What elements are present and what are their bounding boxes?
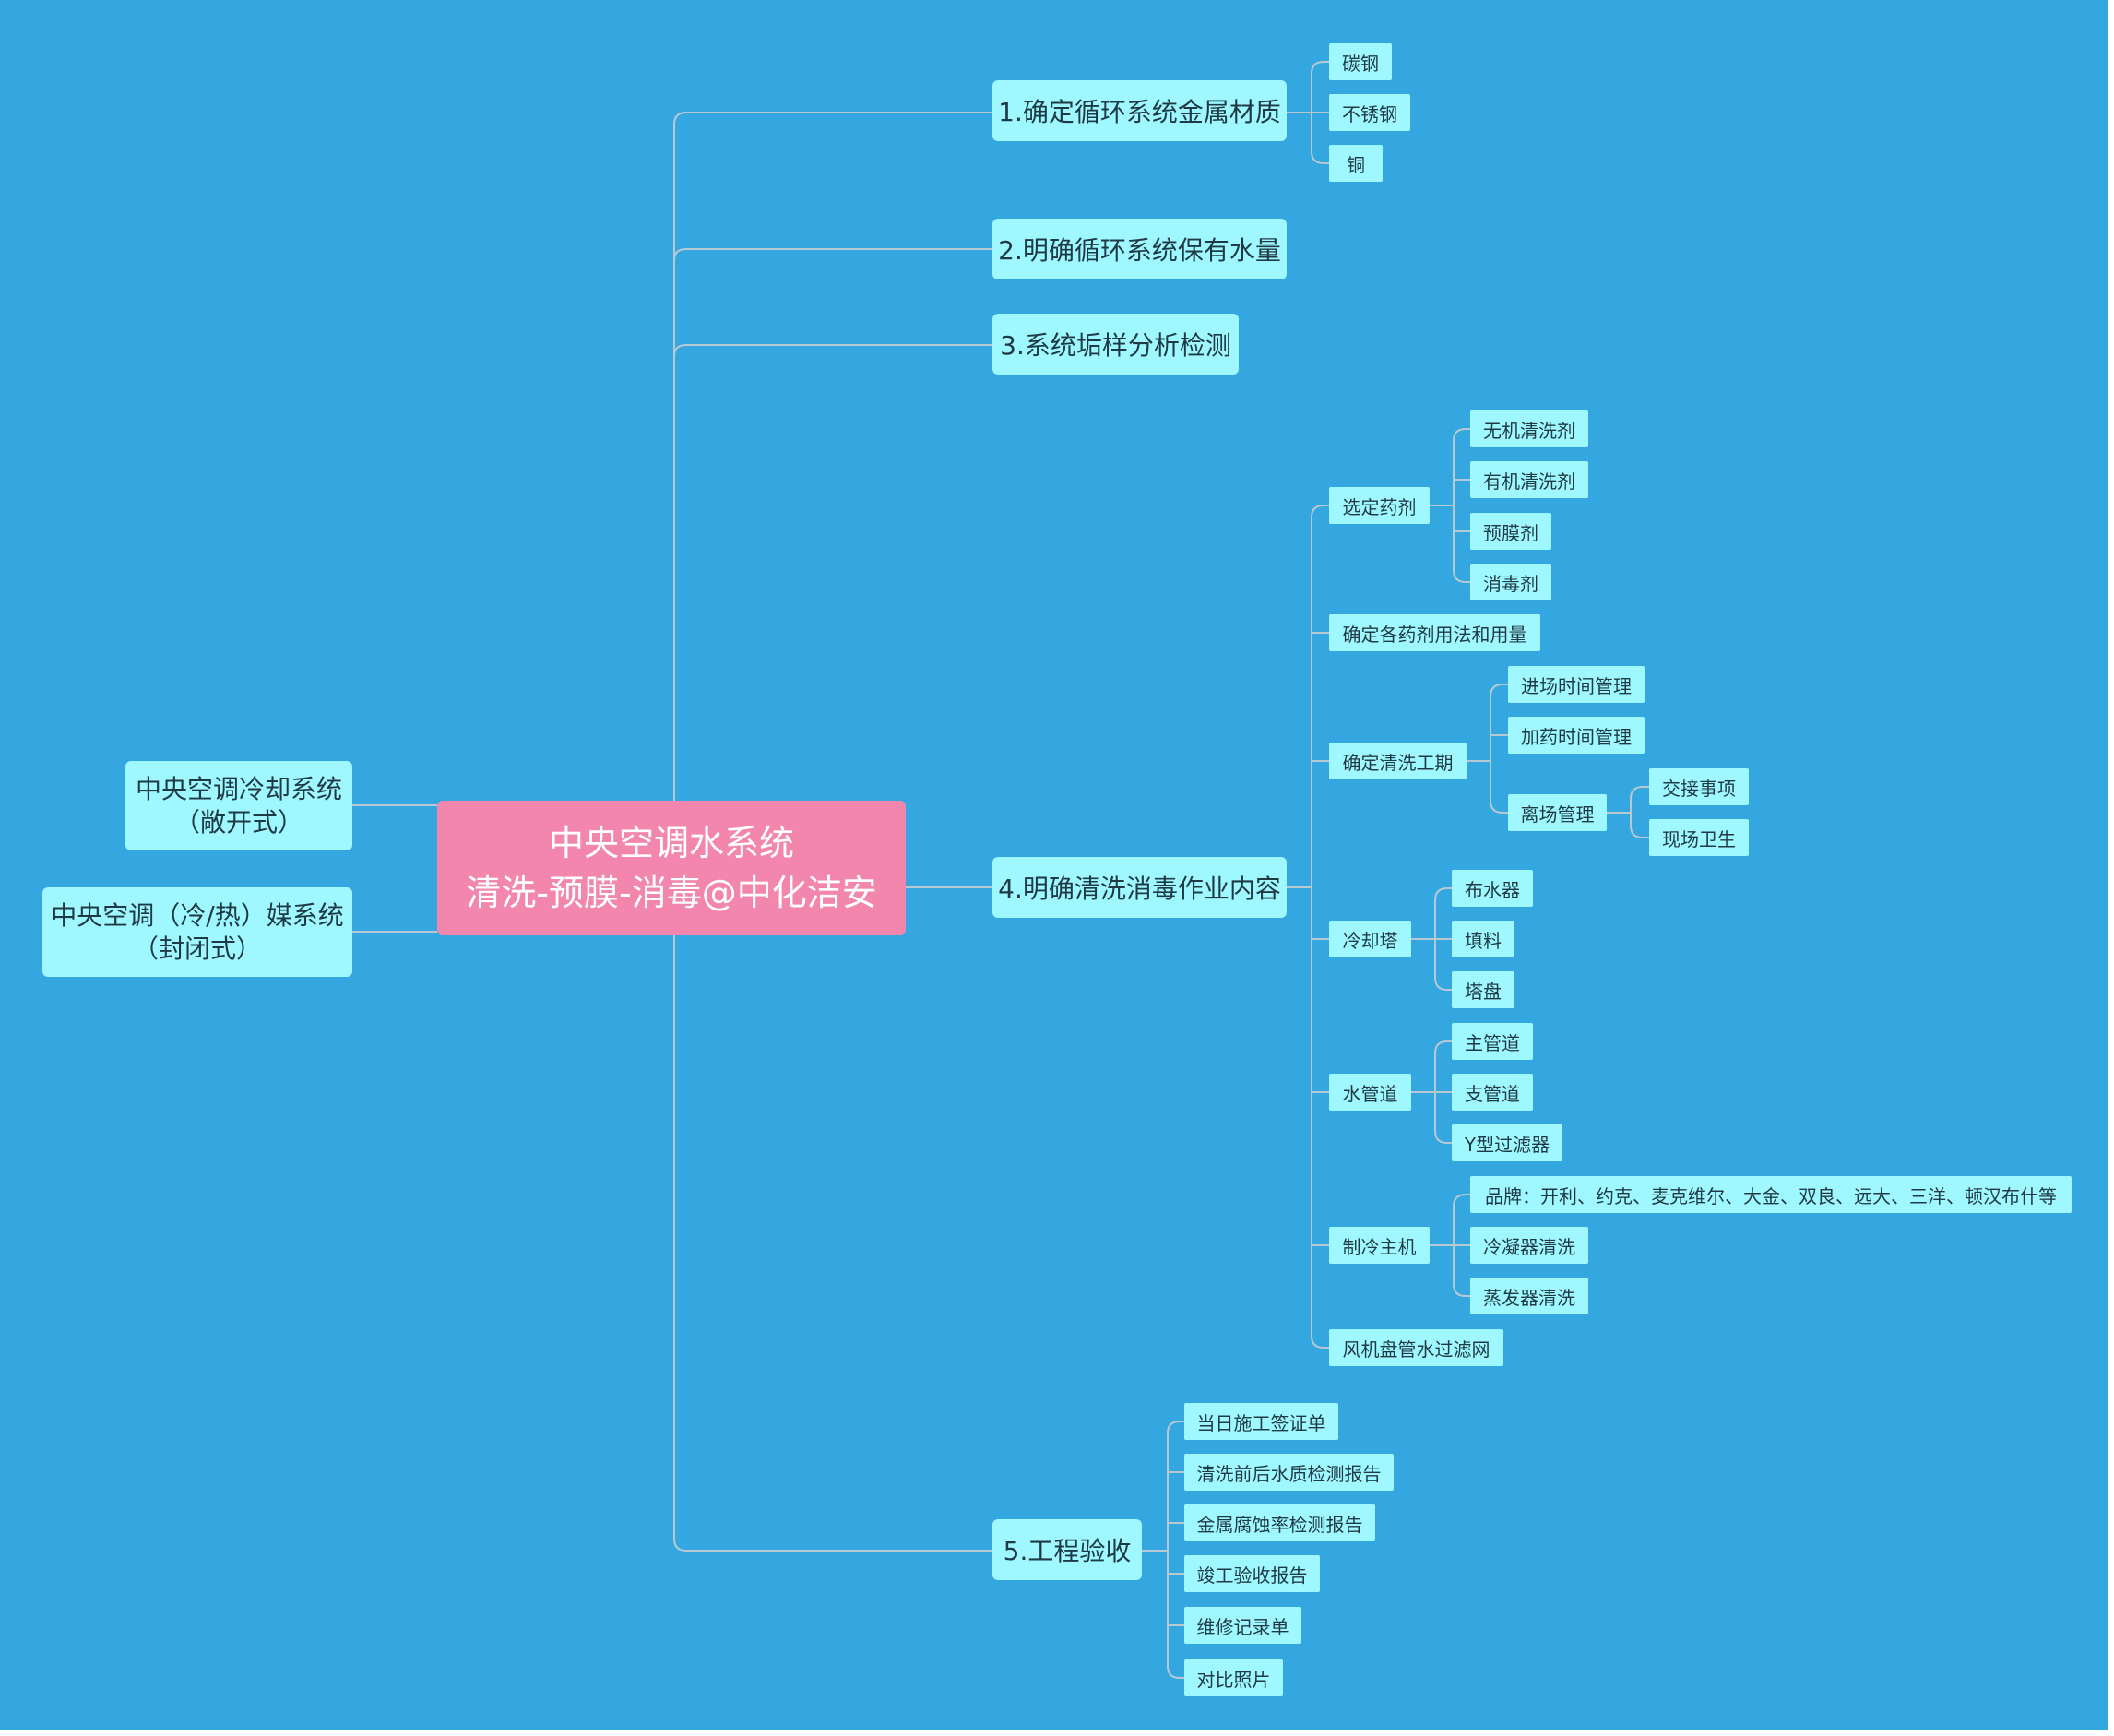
right-edge-border: [2108, 0, 2114, 1736]
left-topic-cooling-line1: 中央空调冷却系统: [135, 773, 342, 804]
y-strainer-label: Y型过滤器: [1464, 1133, 1550, 1156]
maintenance-record-label: 维修记录单: [1196, 1615, 1289, 1638]
metal-stainless-steel[interactable]: 不锈钢: [1329, 94, 1410, 131]
dosage-usage[interactable]: 确定各药剂用法和用量: [1329, 614, 1540, 651]
corrosion-rate-report-label: 金属腐蚀率检测报告: [1196, 1513, 1363, 1536]
branch-3-scale-analysis[interactable]: 3.系统垢样分析检测: [992, 314, 1239, 375]
fill-media[interactable]: 填料: [1452, 921, 1514, 957]
tower-basin-label: 塔盘: [1465, 980, 1502, 1003]
chiller-unit-label: 制冷主机: [1342, 1235, 1417, 1258]
completion-report-label: 竣工验收报告: [1196, 1564, 1308, 1587]
chiller-brands[interactable]: 品牌：开利、约克、麦克维尔、大金、双良、远大、三洋、顿汉布什等: [1470, 1176, 2072, 1213]
tower-basin[interactable]: 塔盘: [1452, 971, 1514, 1008]
main-pipe[interactable]: 主管道: [1452, 1023, 1533, 1060]
site-hygiene[interactable]: 现场卫生: [1649, 819, 1749, 856]
dosing-time-management[interactable]: 加药时间管理: [1508, 717, 1645, 754]
disinfectant-label: 消毒剂: [1483, 572, 1538, 595]
cleaning-schedule[interactable]: 确定清洗工期: [1329, 743, 1467, 779]
water-pipe[interactable]: 水管道: [1329, 1074, 1411, 1111]
left-topic-medium-system[interactable]: 中央空调（冷/热）媒系统 （封闭式）: [42, 887, 352, 977]
metal-stainless-steel-label: 不锈钢: [1342, 102, 1397, 125]
condenser-cleaning[interactable]: 冷凝器清洗: [1470, 1227, 1588, 1264]
water-quality-report[interactable]: 清洗前后水质检测报告: [1184, 1454, 1394, 1491]
condenser-cleaning-label: 冷凝器清洗: [1483, 1235, 1575, 1258]
select-chemicals-label: 选定药剂: [1342, 495, 1417, 518]
branch-1-label: 1.确定循环系统金属材质: [998, 97, 1281, 127]
water-pipe-label: 水管道: [1342, 1082, 1398, 1105]
root-title-line1: 中央空调水系统: [548, 823, 794, 863]
dosing-time-management-label: 加药时间管理: [1521, 725, 1632, 748]
corrosion-rate-report[interactable]: 金属腐蚀率检测报告: [1184, 1504, 1375, 1541]
leave-management-label: 离场管理: [1520, 803, 1595, 826]
organic-cleaner-label: 有机清洗剂: [1483, 470, 1575, 493]
metal-copper[interactable]: 铜: [1329, 145, 1383, 182]
metal-copper-label: 铜: [1347, 153, 1365, 176]
chiller-unit[interactable]: 制冷主机: [1329, 1227, 1430, 1264]
cooling-tower[interactable]: 冷却塔: [1329, 921, 1411, 957]
maintenance-record[interactable]: 维修记录单: [1184, 1607, 1301, 1644]
left-topic-cooling-system[interactable]: 中央空调冷却系统 （敞开式）: [125, 761, 352, 850]
branch-3-label: 3.系统垢样分析检测: [1000, 330, 1231, 361]
daily-work-visa[interactable]: 当日施工签证单: [1184, 1403, 1338, 1440]
cooling-tower-label: 冷却塔: [1342, 929, 1398, 952]
branch-4-label: 4.明确清洗消毒作业内容: [998, 874, 1281, 904]
bottom-edge-border: [0, 1730, 2114, 1736]
handover-items-label: 交接事项: [1662, 777, 1736, 800]
prefilm-agent[interactable]: 预膜剂: [1470, 513, 1551, 550]
branch-1-metal-material[interactable]: 1.确定循环系统金属材质: [992, 80, 1287, 141]
prefilm-agent-label: 预膜剂: [1483, 521, 1538, 544]
branch-4-cleaning-content[interactable]: 4.明确清洗消毒作业内容: [992, 857, 1287, 918]
entry-time-management[interactable]: 进场时间管理: [1508, 666, 1645, 703]
fan-coil-filter-label: 风机盘管水过滤网: [1342, 1338, 1490, 1361]
y-strainer[interactable]: Y型过滤器: [1452, 1124, 1562, 1161]
metal-carbon-steel[interactable]: 碳钢: [1329, 43, 1392, 80]
select-chemicals[interactable]: 选定药剂: [1329, 487, 1430, 524]
entry-time-management-label: 进场时间管理: [1521, 674, 1632, 697]
organic-cleaner[interactable]: 有机清洗剂: [1470, 461, 1588, 498]
disinfectant[interactable]: 消毒剂: [1470, 564, 1551, 600]
evaporator-cleaning[interactable]: 蒸发器清洗: [1470, 1278, 1588, 1314]
branch-2-water-volume[interactable]: 2.明确循环系统保有水量: [992, 219, 1287, 279]
left-topic-cooling-line2: （敞开式）: [173, 806, 303, 838]
leave-management[interactable]: 离场管理: [1508, 794, 1607, 831]
site-hygiene-label: 现场卫生: [1662, 827, 1736, 850]
water-quality-report-label: 清洗前后水质检测报告: [1196, 1462, 1382, 1485]
completion-report[interactable]: 竣工验收报告: [1184, 1555, 1320, 1592]
inorganic-cleaner-label: 无机清洗剂: [1483, 419, 1575, 442]
cleaning-schedule-label: 确定清洗工期: [1342, 751, 1454, 774]
branch-2-label: 2.明确循环系统保有水量: [998, 235, 1281, 266]
branch-5-label: 5.工程验收: [1003, 1536, 1132, 1566]
dosage-usage-label: 确定各药剂用法和用量: [1342, 623, 1527, 646]
comparison-photos-label: 对比照片: [1196, 1668, 1271, 1691]
root-topic[interactable]: 中央空调水系统 清洗-预膜-消毒@中化洁安: [437, 801, 906, 935]
metal-carbon-steel-label: 碳钢: [1342, 52, 1379, 75]
water-distributor-label: 布水器: [1465, 878, 1520, 901]
root-title-line2: 清洗-预膜-消毒@中化洁安: [466, 873, 877, 913]
fan-coil-filter[interactable]: 风机盘管水过滤网: [1329, 1329, 1503, 1366]
fill-media-label: 填料: [1465, 929, 1502, 952]
evaporator-cleaning-label: 蒸发器清洗: [1483, 1286, 1575, 1309]
comparison-photos[interactable]: 对比照片: [1184, 1659, 1283, 1696]
branch-5-acceptance[interactable]: 5.工程验收: [992, 1519, 1142, 1580]
water-distributor[interactable]: 布水器: [1452, 870, 1533, 907]
branch-pipe-label: 支管道: [1465, 1082, 1520, 1105]
main-pipe-label: 主管道: [1465, 1031, 1520, 1054]
chiller-brands-label: 品牌：开利、约克、麦克维尔、大金、双良、远大、三洋、顿汉布什等: [1485, 1184, 2057, 1207]
handover-items[interactable]: 交接事项: [1649, 768, 1749, 805]
left-topic-medium-line1: 中央空调（冷/热）媒系统: [51, 899, 344, 931]
inorganic-cleaner[interactable]: 无机清洗剂: [1470, 410, 1588, 447]
left-topic-medium-line2: （封闭式）: [132, 933, 262, 964]
branch-pipe[interactable]: 支管道: [1452, 1074, 1533, 1111]
daily-work-visa-label: 当日施工签证单: [1196, 1411, 1326, 1434]
